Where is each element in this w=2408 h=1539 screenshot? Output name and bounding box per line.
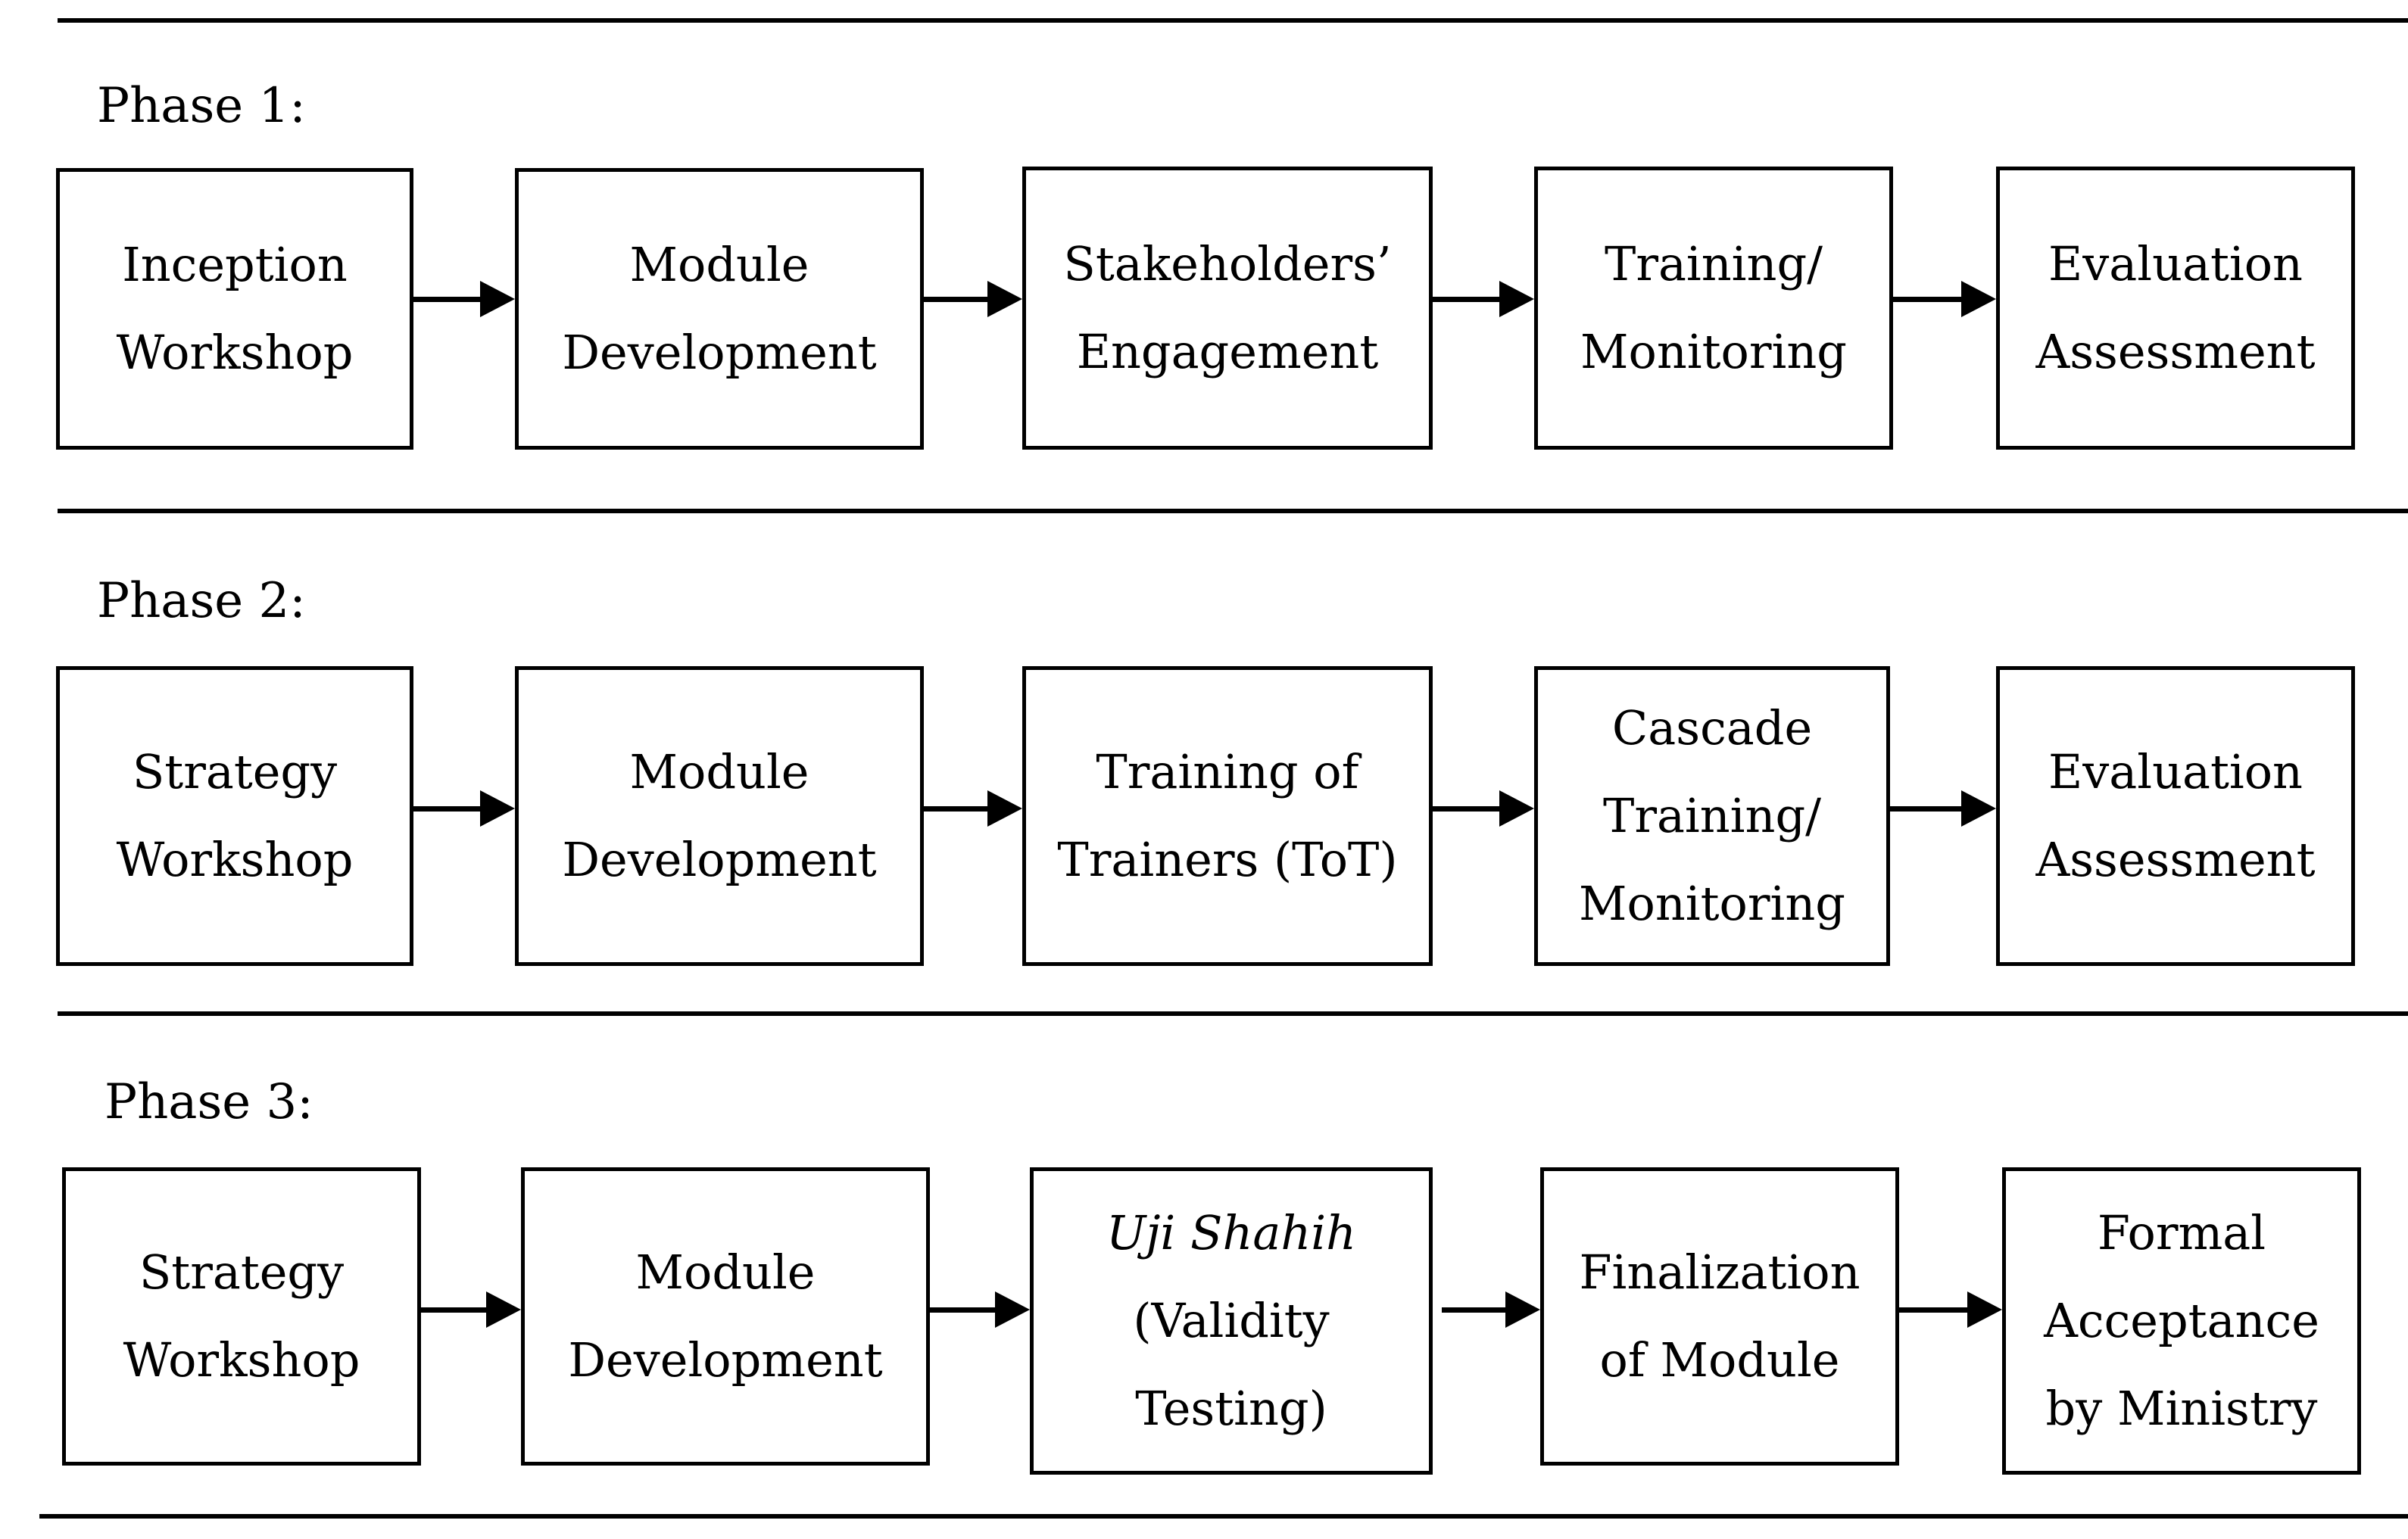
step-label-line: Engagement (1076, 324, 1379, 379)
phase-2-title: Phase 2: (97, 573, 306, 629)
step-label-line: Development (562, 832, 877, 887)
phase-2-step-4-box: Cascade Training/ Monitoring (1534, 666, 1890, 966)
step-label-line-italic: Uji Shahih (1106, 1205, 1357, 1260)
flow-arrow (930, 1291, 1030, 1328)
phase-3-title: Phase 3: (104, 1074, 313, 1130)
step-label-line: Assessment (2035, 324, 2316, 379)
phase-3-step-2-box: Module Development (521, 1167, 930, 1466)
phase-3-step-5-box: Formal Acceptance by Ministry (2002, 1167, 2361, 1475)
flow-arrow (1433, 790, 1534, 827)
step-label-line: Workshop (116, 325, 354, 380)
step-label-line: Module (629, 237, 809, 292)
step-label-line: Workshop (116, 832, 354, 887)
step-label-line: of Module (1599, 1332, 1840, 1388)
step-label-line: Monitoring (1579, 876, 1845, 931)
phase-2-step-1-box: Strategy Workshop (56, 666, 413, 966)
flow-arrow (1433, 281, 1534, 317)
step-label-line: Cascade (1611, 700, 1813, 755)
phase-1-step-1-box: Inception Workshop (56, 168, 413, 450)
flow-arrow (1893, 281, 1996, 317)
step-label-line: Stakeholders’ (1063, 236, 1392, 291)
flow-arrow (413, 790, 515, 827)
phase-2-step-3-box: Training of Trainers (ToT) (1022, 666, 1433, 966)
phase-1-step-5-box: Evaluation Assessment (1996, 167, 2355, 450)
phase-1-step-3-box: Stakeholders’ Engagement (1022, 167, 1433, 450)
flow-arrow (924, 281, 1022, 317)
step-label-line: by Ministry (2045, 1381, 2318, 1436)
step-label-line: Workshop (123, 1332, 360, 1388)
step-label-line: Formal (2097, 1205, 2266, 1260)
step-label-line: Strategy (132, 744, 338, 799)
step-label-line: Training of (1096, 744, 1359, 799)
phase-2-step-5-box: Evaluation Assessment (1996, 666, 2355, 966)
flow-arrow (421, 1291, 521, 1328)
phase-1-title: Phase 1: (97, 78, 306, 134)
step-label-line: Inception (122, 237, 348, 292)
step-label-line: Evaluation (2048, 744, 2303, 799)
phase-divider-rule (58, 1011, 2408, 1016)
step-label-line: Acceptance (2044, 1293, 2319, 1348)
phase-2-step-2-box: Module Development (515, 666, 924, 966)
step-label-line: Training/ (1604, 236, 1823, 291)
phase-1-step-2-box: Module Development (515, 168, 924, 450)
step-label-line: Strategy (139, 1245, 345, 1300)
step-label-line: Module (635, 1245, 816, 1300)
flow-arrow (1442, 1291, 1540, 1328)
flow-arrow (413, 281, 515, 317)
step-label-line: Development (562, 325, 877, 380)
step-label-line: Testing) (1135, 1381, 1327, 1436)
step-label-line: Finalization (1579, 1245, 1861, 1300)
step-label-line: (Validity (1133, 1293, 1330, 1348)
phase-3-step-4-box: Finalization of Module (1540, 1167, 1899, 1466)
flow-arrow (924, 790, 1022, 827)
step-label-line: Trainers (ToT) (1057, 832, 1398, 887)
step-label-line: Monitoring (1580, 324, 1847, 379)
phase-divider-rule (58, 509, 2408, 513)
phase-3-step-3-box: Uji Shahih (Validity Testing) (1030, 1167, 1433, 1475)
step-label-line: Development (568, 1332, 883, 1388)
flow-arrow (1899, 1291, 2002, 1328)
top-rule (58, 18, 2408, 23)
step-label-line: Training/ (1602, 788, 1822, 843)
phase-3-step-1-box: Strategy Workshop (62, 1167, 421, 1466)
flow-arrow (1890, 790, 1996, 827)
phase-1-step-4-box: Training/ Monitoring (1534, 167, 1893, 450)
step-label-line: Module (629, 744, 809, 799)
bottom-rule (39, 1514, 2408, 1519)
step-label-line: Evaluation (2048, 236, 2303, 291)
step-label-line: Assessment (2035, 832, 2316, 887)
